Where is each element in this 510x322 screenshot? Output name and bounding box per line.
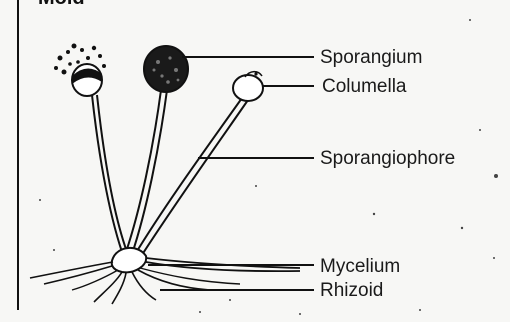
- label-mycelium: Mycelium: [320, 256, 400, 277]
- label-sporangium: Sporangium: [320, 47, 422, 68]
- burst-sporangium: [72, 64, 102, 96]
- sporangium-body: [144, 46, 188, 92]
- label-sporangiophore: Sporangiophore: [320, 148, 455, 169]
- title-fragment: Mold: [38, 0, 85, 9]
- label-rhizoid: Rhizoid: [320, 280, 383, 301]
- label-columella: Columella: [322, 76, 407, 97]
